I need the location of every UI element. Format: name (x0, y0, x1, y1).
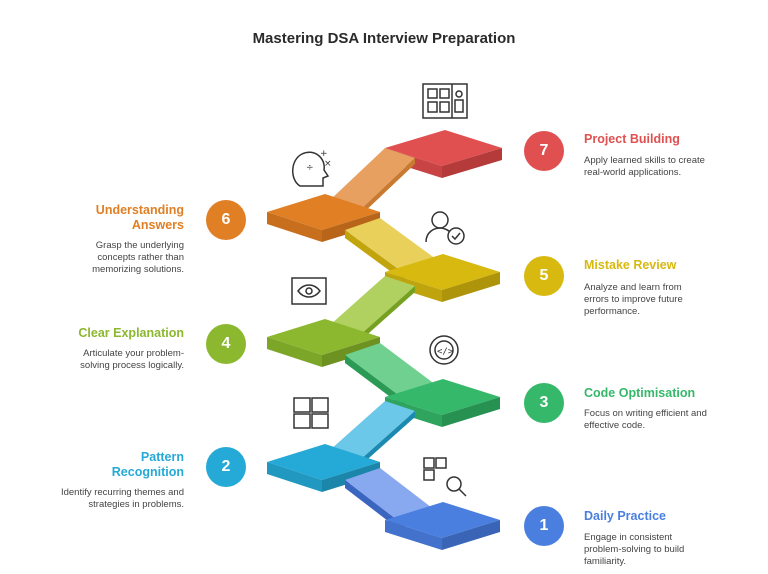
head-math-icon: ÷ + × (292, 149, 332, 187)
platform-1 (385, 502, 500, 550)
step-3-description: Focus on writing efficient and effective… (584, 408, 707, 431)
step-4-number: 4 (206, 324, 246, 364)
step-6-label: Understanding Answers (95, 203, 184, 232)
gear-code-icon: </> (429, 335, 459, 365)
stairs-5-6 (345, 218, 440, 282)
platform-4 (267, 319, 380, 367)
step-1-label: Daily Practice (584, 509, 666, 523)
platform-6 (267, 194, 380, 242)
stairs-3-4 (345, 343, 440, 408)
step-4-description: Articulate your problem-solving process … (80, 348, 184, 371)
step-6-number: 6 (206, 200, 246, 240)
search-grid-icon (423, 457, 467, 497)
step-5-label: Mistake Review (584, 258, 677, 272)
svg-text:+: + (320, 149, 328, 159)
diagram-title: Mastering DSA Interview Preparation (252, 30, 516, 47)
step-3-label: Code Optimisation (584, 386, 696, 400)
eye-icon (291, 277, 327, 305)
stairs-6-7 (330, 148, 415, 216)
svg-text:÷: ÷ (306, 163, 314, 173)
step-5-description: Analyze and learn from errors to improve… (584, 282, 683, 317)
step-7-description: Apply learned skills to create real-worl… (584, 155, 705, 178)
step-4-label: Clear Explanation (78, 326, 184, 340)
step-1-number: 1 (524, 506, 564, 546)
step-2-description: Identify recurring themes and strategies… (60, 487, 184, 510)
step-5-number: 5 (524, 256, 564, 296)
step-7-label: Project Building (584, 132, 680, 146)
step-2-label: Pattern Recognition (111, 450, 184, 479)
stairs-2-3 (330, 401, 415, 466)
svg-text:×: × (324, 159, 332, 169)
step-1-description: Engage in consistent problem-solving to … (584, 532, 685, 567)
puzzle-icon (293, 397, 329, 429)
building-icon (422, 83, 468, 119)
platform-2 (267, 444, 380, 492)
step-6-description: Grasp the underlying concepts rather tha… (92, 240, 184, 275)
stairs-4-5 (330, 276, 415, 341)
step-3-number: 3 (524, 383, 564, 423)
person-check-icon (425, 211, 465, 245)
svg-text:</>: </> (437, 347, 454, 357)
step-2-number: 2 (206, 447, 246, 487)
step-7-number: 7 (524, 131, 564, 171)
